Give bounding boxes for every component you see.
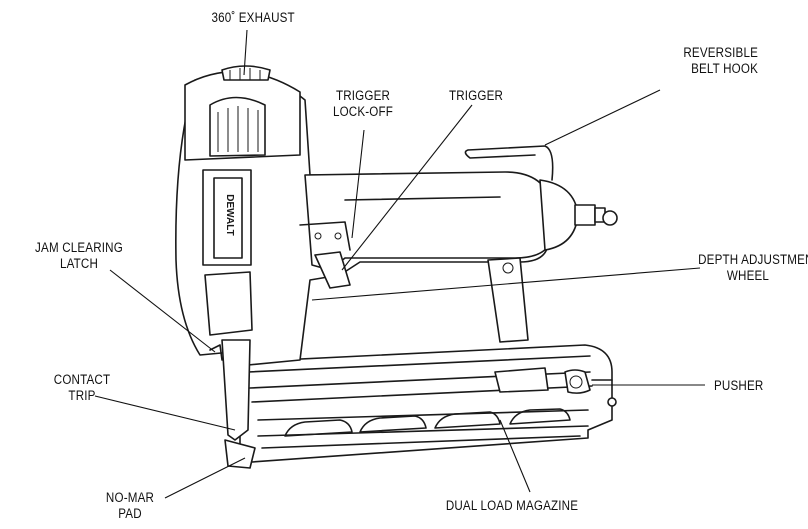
body-drawing xyxy=(175,65,618,469)
label-pusher: PUSHER xyxy=(714,378,764,393)
label-depth-adjustment-wheel: DEPTH ADJUSTMENTWHEEL xyxy=(698,252,808,283)
label-trigger: TRIGGER xyxy=(448,88,504,103)
label-360-exhaust: 360˚ EXHAUST xyxy=(211,10,295,25)
label-dual-load-magazine: DUAL LOAD MAGAZINE xyxy=(445,498,579,513)
magazine-drawing xyxy=(239,344,617,463)
leader-lines xyxy=(94,29,705,499)
brand-label: DEWALT xyxy=(224,194,235,235)
